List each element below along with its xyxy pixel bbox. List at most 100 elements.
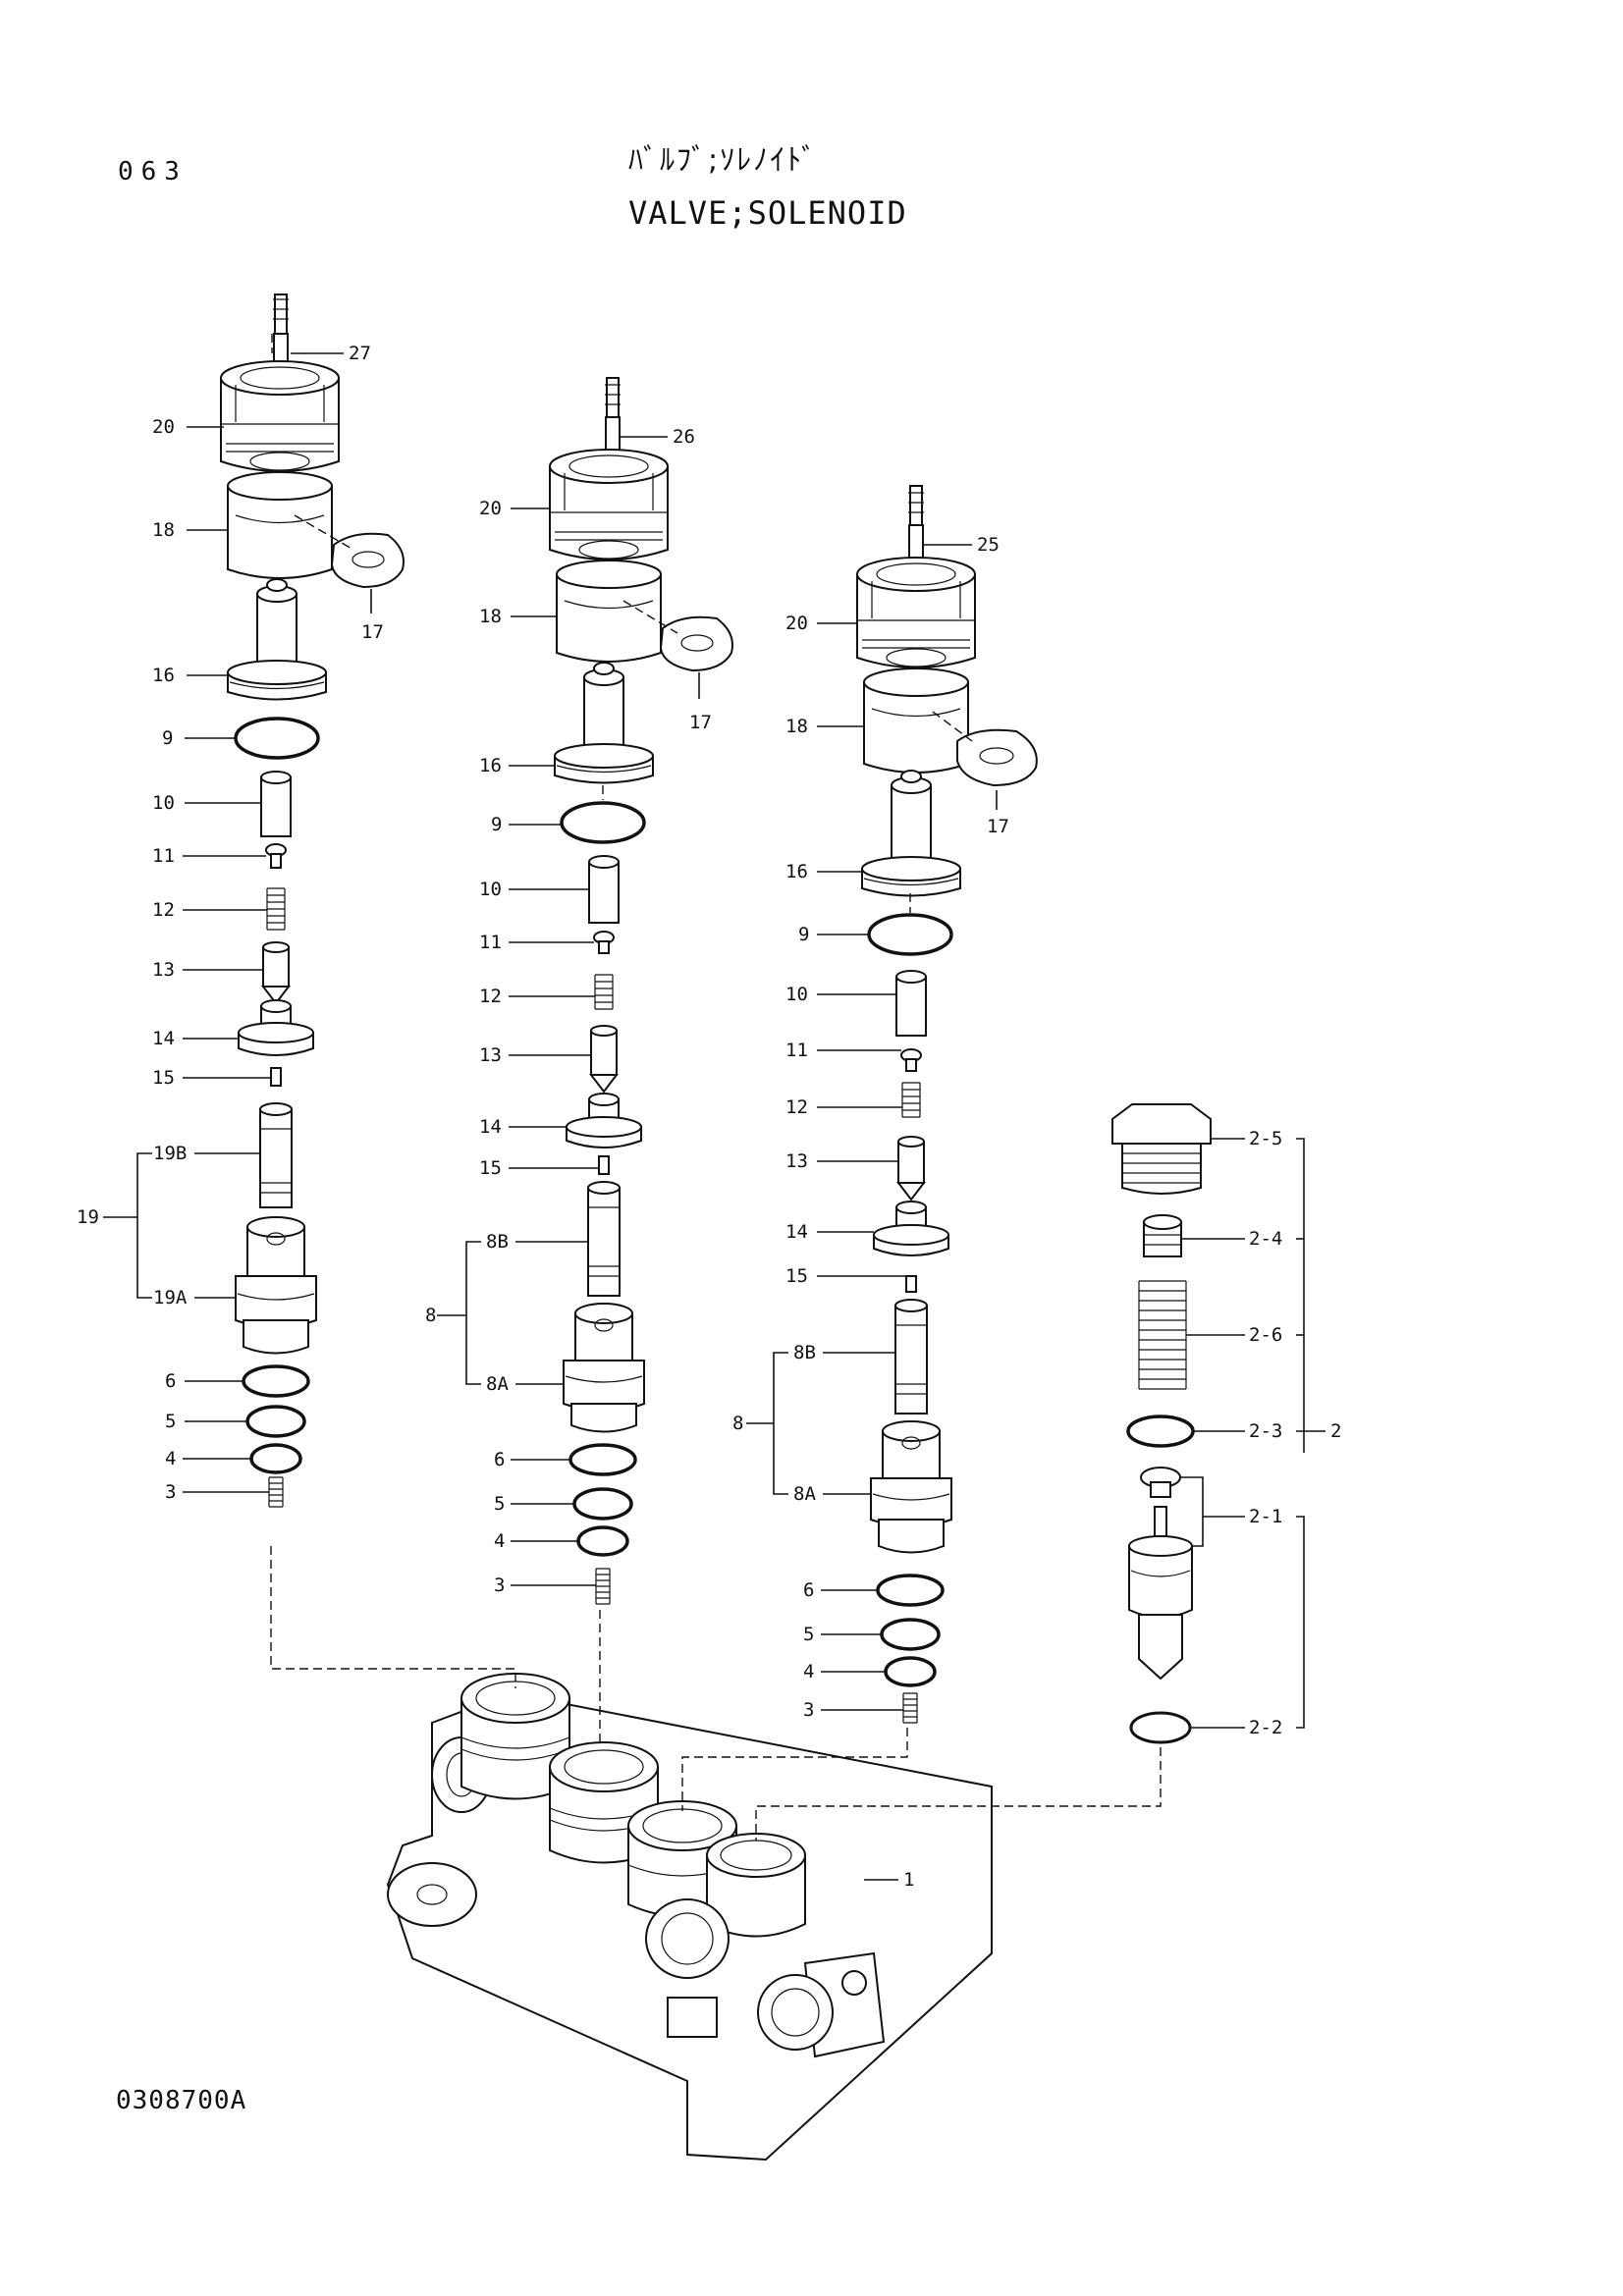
- callout-4: 4: [494, 1530, 505, 1552]
- title-english: VALVE;SOLENOID: [628, 194, 907, 232]
- callout-13: 13: [479, 1044, 502, 1066]
- part-9-o-ring: [560, 801, 646, 844]
- callout-11: 11: [152, 845, 175, 867]
- part-16-guide: [861, 770, 961, 897]
- part-16-guide: [227, 578, 327, 701]
- part-4-o-ring: [884, 1656, 937, 1687]
- callout-15: 15: [152, 1067, 175, 1089]
- callout-6: 6: [494, 1449, 505, 1470]
- callout-16: 16: [479, 755, 502, 776]
- part-15-pin: [598, 1155, 610, 1175]
- part-17-washer: [294, 514, 405, 589]
- callout-2-1: 2-1: [1249, 1506, 1282, 1527]
- callout-14: 14: [152, 1028, 175, 1049]
- part-27-connector: [273, 294, 289, 374]
- callout-labels: 27 20 18 17 16 9 10 11 12 13 14 15 19B 1…: [77, 343, 1341, 1891]
- callout-2-2: 2-2: [1249, 1717, 1282, 1738]
- callout-2-3: 2-3: [1249, 1420, 1282, 1442]
- part-15-pin: [270, 1067, 282, 1087]
- part-19B-spool: [259, 1102, 293, 1208]
- part-17-washer: [622, 600, 733, 672]
- part-18-solenoid-body: [863, 667, 969, 774]
- part-16-guide: [554, 662, 654, 784]
- callout-20: 20: [479, 498, 502, 519]
- callout-9: 9: [798, 924, 809, 945]
- callout-3: 3: [803, 1699, 814, 1721]
- part-9-o-ring: [867, 913, 953, 956]
- part-13-poppet: [588, 1025, 620, 1094]
- callout-26: 26: [673, 426, 695, 448]
- part-14-seat: [566, 1093, 642, 1148]
- callout-9: 9: [491, 814, 502, 835]
- part-8A-sleeve: [563, 1303, 645, 1433]
- part-5-backup-ring: [572, 1487, 633, 1521]
- callout-10: 10: [479, 879, 502, 900]
- callout-4: 4: [165, 1448, 176, 1469]
- callout-1: 1: [903, 1869, 914, 1891]
- callout-14: 14: [479, 1116, 502, 1138]
- callout-19A: 19A: [153, 1287, 188, 1308]
- callout-8A: 8A: [486, 1373, 509, 1395]
- part-11-retainer: [593, 931, 615, 954]
- part-2-6-spring: [1138, 1280, 1187, 1390]
- callout-2: 2: [1330, 1420, 1341, 1442]
- callout-16: 16: [152, 665, 175, 686]
- part-6-o-ring: [242, 1364, 310, 1398]
- callout-2-4: 2-4: [1249, 1228, 1282, 1250]
- part-15-pin: [905, 1275, 917, 1293]
- callout-15: 15: [479, 1157, 502, 1179]
- callout-5: 5: [803, 1624, 814, 1645]
- part-12-spring: [266, 887, 286, 931]
- callout-12: 12: [152, 899, 175, 921]
- callout-2-6: 2-6: [1249, 1324, 1282, 1346]
- callout-18: 18: [152, 519, 175, 541]
- callout-11: 11: [479, 932, 502, 953]
- callout-8B: 8B: [486, 1231, 509, 1253]
- part-10-sleeve: [895, 970, 927, 1037]
- callout-12: 12: [479, 986, 502, 1007]
- part-12-spring: [594, 974, 614, 1010]
- callout-8: 8: [425, 1305, 436, 1326]
- part-19A-sleeve: [235, 1216, 317, 1355]
- part-2-3-o-ring: [1126, 1415, 1195, 1448]
- part-3-spring: [595, 1568, 611, 1605]
- callout-9: 9: [162, 727, 173, 749]
- part-20-coil-cap: [856, 557, 976, 668]
- callout-18: 18: [785, 716, 808, 737]
- part-13-poppet: [260, 941, 292, 1005]
- part-11-retainer: [265, 843, 287, 869]
- callout-10: 10: [785, 984, 808, 1005]
- callout-11: 11: [785, 1040, 808, 1061]
- callout-8: 8: [732, 1413, 743, 1434]
- callout-3: 3: [165, 1481, 176, 1503]
- callout-8A: 8A: [793, 1483, 816, 1505]
- part-18-solenoid-body: [227, 471, 333, 579]
- part-6-o-ring: [876, 1574, 945, 1607]
- callout-8B: 8B: [793, 1342, 816, 1363]
- part-2-4-retainer: [1143, 1214, 1182, 1257]
- callout-5: 5: [165, 1411, 176, 1432]
- part-1-valve-body: [386, 1673, 993, 2162]
- page-number: 063: [118, 157, 188, 187]
- part-20-coil-cap: [549, 449, 669, 561]
- part-2-2-ring: [1129, 1711, 1192, 1744]
- assembly-column-a: [220, 294, 405, 1508]
- installation-guide-lines: [270, 334, 1162, 1841]
- callout-27: 27: [349, 343, 371, 364]
- part-8B-spool: [894, 1299, 928, 1415]
- part-5-backup-ring: [245, 1405, 306, 1438]
- part-4-o-ring: [249, 1443, 302, 1474]
- part-2-1-valve: [1128, 1467, 1193, 1681]
- part-14-seat: [238, 999, 314, 1056]
- leader-lines: [103, 352, 1325, 1881]
- callout-17: 17: [987, 816, 1009, 837]
- part-3-spring: [268, 1476, 284, 1508]
- callout-4: 4: [803, 1661, 814, 1682]
- callout-25: 25: [977, 534, 1000, 556]
- part-3-spring: [902, 1692, 918, 1724]
- part-17-washer: [932, 711, 1038, 787]
- assembly-column-c: [856, 485, 1038, 1724]
- callout-6: 6: [165, 1370, 176, 1392]
- part-4-o-ring: [576, 1525, 629, 1557]
